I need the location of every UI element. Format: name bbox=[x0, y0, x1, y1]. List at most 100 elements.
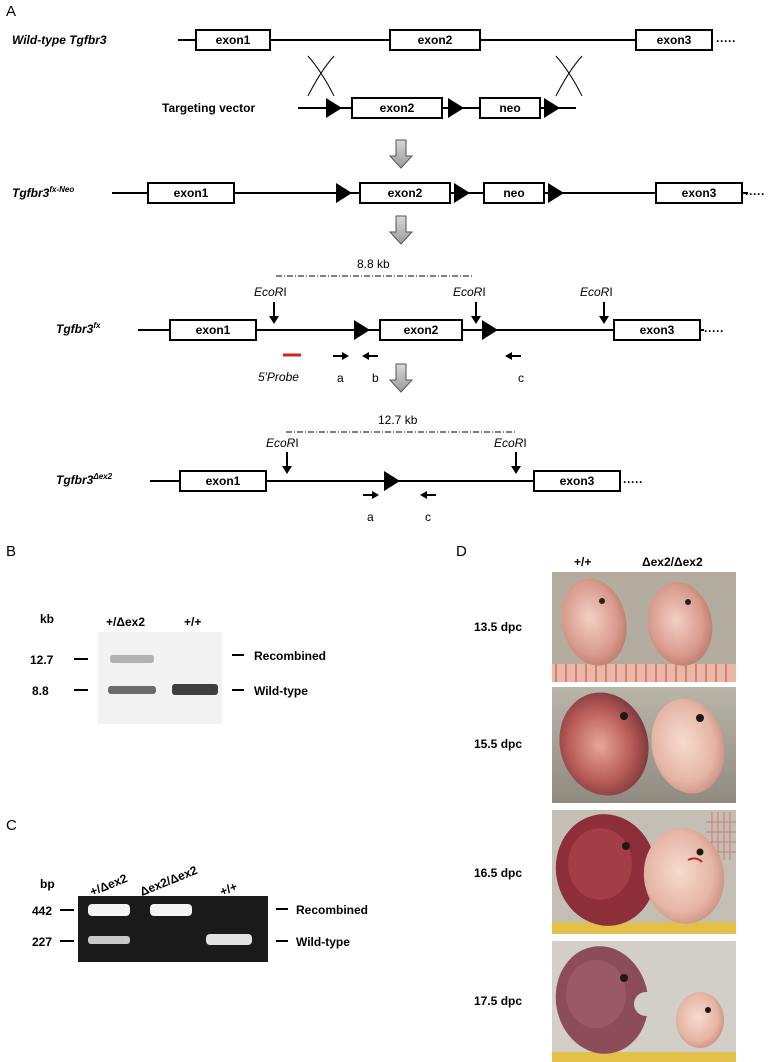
crossover-marks bbox=[307, 55, 583, 97]
genotype-label: Δex2/Δex2 bbox=[642, 555, 703, 569]
exon1-label: exon1 bbox=[216, 33, 251, 47]
band-wildtype bbox=[108, 686, 156, 694]
southern-blot bbox=[98, 632, 222, 724]
ecori-label: EcoRI bbox=[254, 285, 287, 299]
lane-label: +/Δex2 bbox=[106, 615, 145, 629]
loxp-triangle bbox=[544, 98, 560, 118]
panel-label-d: D bbox=[456, 543, 467, 560]
process-arrow bbox=[388, 215, 414, 245]
continuation-dots: ····· bbox=[623, 475, 643, 489]
exon3-label: exon3 bbox=[560, 474, 595, 488]
panel-label-c: C bbox=[6, 817, 17, 834]
fx-label: Tgfbr3fx bbox=[56, 321, 101, 336]
primer-c-label: c bbox=[518, 371, 524, 385]
panel-b: B kb +/Δex2 +/+ 12.7 8.8 Recombined Wild… bbox=[6, 543, 326, 724]
dex2-allele: 12.7 kb EcoRI EcoRI Tgfbr3Δex2 exon1 exo… bbox=[56, 413, 643, 524]
embryo-photo bbox=[552, 941, 736, 1062]
loxp-triangle bbox=[326, 98, 342, 118]
primer-b: b bbox=[362, 352, 379, 385]
band-label: Recombined bbox=[296, 903, 368, 917]
loxp-triangle bbox=[384, 471, 400, 491]
band-recombined bbox=[150, 904, 192, 916]
continuation-dots: ····· bbox=[704, 324, 724, 338]
band-label: Wild-type bbox=[254, 684, 308, 698]
distance-label: 8.8 kb bbox=[357, 257, 390, 271]
distance-label: 12.7 kb bbox=[378, 413, 418, 427]
ecori-arrow bbox=[269, 316, 279, 324]
band-label: Recombined bbox=[254, 649, 326, 663]
exon2-label: exon2 bbox=[380, 101, 415, 115]
stage-label: 15.5 dpc bbox=[474, 737, 522, 751]
neo-label: neo bbox=[503, 186, 524, 200]
targeting-vector-label: Targeting vector bbox=[162, 101, 255, 115]
exon3-label: exon3 bbox=[657, 33, 692, 47]
loxp-triangle bbox=[548, 183, 564, 203]
unit-label: kb bbox=[40, 612, 54, 626]
primer-a-label: a bbox=[337, 371, 344, 385]
neo-label: neo bbox=[499, 101, 520, 115]
ecori-arrow bbox=[511, 466, 521, 474]
marker-label: 227 bbox=[32, 935, 52, 949]
lane-label: +/+ bbox=[218, 879, 239, 898]
ecori-arrow bbox=[599, 316, 609, 324]
primer-a: a bbox=[363, 491, 379, 524]
primer-c-label: c bbox=[425, 510, 431, 524]
exon1-box bbox=[195, 29, 271, 51]
embryo-photo bbox=[552, 810, 736, 934]
exon2-label: exon2 bbox=[388, 186, 423, 200]
stage-label: 13.5 dpc bbox=[474, 620, 522, 634]
exon2-label: exon2 bbox=[404, 323, 439, 337]
loxp-triangle bbox=[336, 183, 352, 203]
marker-label: 442 bbox=[32, 904, 52, 918]
primer-c: c bbox=[420, 491, 436, 524]
panel-label-b: B bbox=[6, 543, 16, 560]
fx-neo-allele: Tgfbr3fx-Neo exon1 exon2 neo exon3 ····· bbox=[12, 182, 765, 204]
exon3-label: exon3 bbox=[640, 323, 675, 337]
panel-c: C bp +/Δex2 Δex2/Δex2 +/+ 442 227 Recomb… bbox=[6, 817, 368, 962]
primer-a: a bbox=[333, 352, 349, 385]
fx-allele: 8.8 kb EcoRI EcoRI EcoRI Tgfbr3fx exon1 … bbox=[56, 257, 724, 385]
probe-label: 5′Probe bbox=[258, 370, 299, 384]
panel-a: A Wild-type Tgfbr3 exon1 exon2 exon3 ···… bbox=[6, 3, 765, 524]
marker-label: 8.8 bbox=[32, 684, 49, 698]
panel-label-a: A bbox=[6, 3, 16, 20]
fx-neo-label: Tgfbr3fx-Neo bbox=[12, 185, 74, 200]
loxp-triangle bbox=[354, 320, 370, 340]
genotype-label: +/+ bbox=[574, 555, 591, 569]
targeting-vector: Targeting vector exon2 neo bbox=[162, 97, 576, 119]
ecori-label: EcoRI bbox=[494, 436, 527, 450]
continuation-dots: ····· bbox=[716, 34, 736, 48]
exon3-label: exon3 bbox=[682, 186, 717, 200]
marker-label: 12.7 bbox=[30, 653, 54, 667]
panel-d: D +/+ Δex2/Δex2 13.5 dpc 15.5 dpc 16.5 d… bbox=[456, 543, 736, 1062]
band-recombined bbox=[110, 655, 154, 663]
lane-label: +/Δex2 bbox=[88, 871, 130, 899]
lane-label: Δex2/Δex2 bbox=[138, 863, 200, 899]
embryo-photo bbox=[552, 687, 736, 803]
wildtype-label: Wild-type Tgfbr3 bbox=[12, 33, 107, 47]
ecori-label: EcoRI bbox=[266, 436, 299, 450]
stage-label: 17.5 dpc bbox=[474, 994, 522, 1008]
exon1-label: exon1 bbox=[206, 474, 241, 488]
wildtype-allele: Wild-type Tgfbr3 exon1 exon2 exon3 ····· bbox=[12, 29, 736, 51]
loxp-triangle bbox=[448, 98, 464, 118]
lane-label: +/+ bbox=[184, 615, 201, 629]
exon2-label: exon2 bbox=[418, 33, 453, 47]
band-recombined bbox=[88, 904, 130, 916]
loxp-triangle bbox=[482, 320, 498, 340]
band-label: Wild-type bbox=[296, 935, 350, 949]
band-wildtype bbox=[172, 684, 218, 695]
ecori-arrow bbox=[282, 466, 292, 474]
process-arrow bbox=[388, 139, 414, 169]
band-wildtype bbox=[206, 934, 252, 945]
exon2-box bbox=[389, 29, 481, 51]
exon1-label: exon1 bbox=[174, 186, 209, 200]
process-arrow bbox=[388, 363, 414, 393]
primer-c: c bbox=[505, 352, 524, 385]
exon1-label: exon1 bbox=[196, 323, 231, 337]
dex2-label: Tgfbr3Δex2 bbox=[56, 472, 113, 487]
continuation-dots: ····· bbox=[745, 187, 765, 201]
ecori-arrow bbox=[471, 316, 481, 324]
ecori-label: EcoRI bbox=[453, 285, 486, 299]
